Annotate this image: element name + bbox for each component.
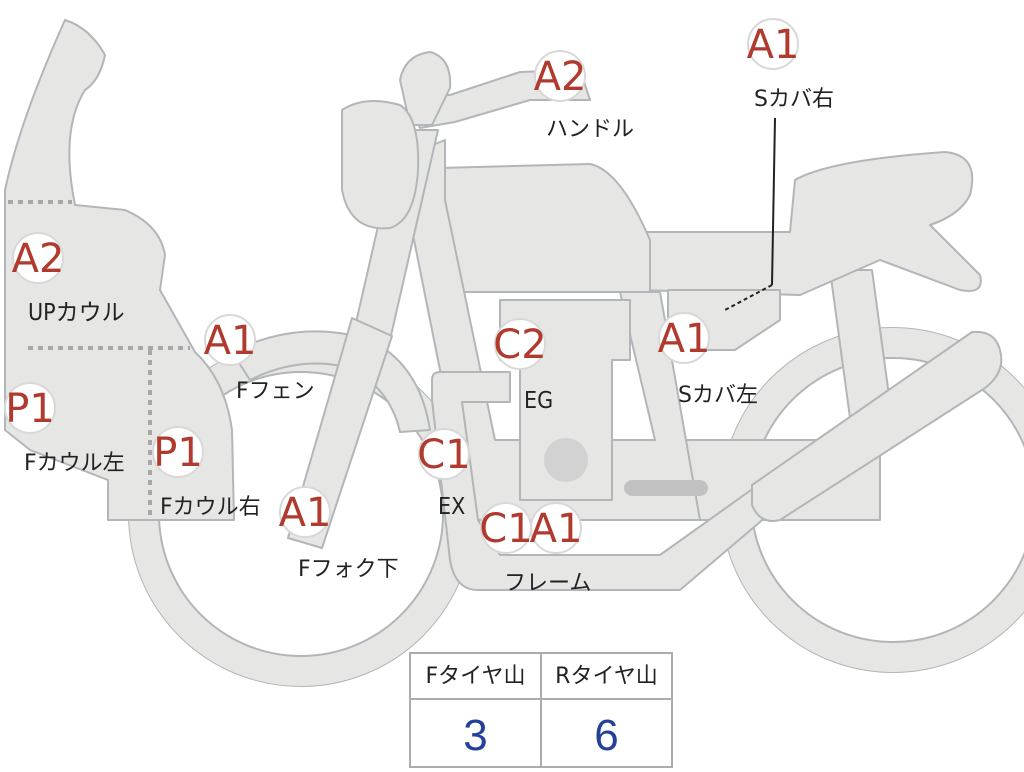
frame-grade-badge-2: A1	[530, 502, 583, 554]
frame-callout: C1 A1 フレーム	[479, 502, 591, 596]
f-fender-label: Fフェン	[236, 379, 315, 404]
exhaust-pipe	[431, 371, 781, 591]
fuel-tank	[439, 163, 651, 293]
frame-label: フレーム	[504, 571, 591, 596]
rear-tire-value: 6	[594, 711, 619, 760]
up-cowl-label: UPカウル	[28, 300, 125, 326]
f-fork-lower-grade-badge: A1	[279, 486, 332, 538]
handle-callout: A2 ハンドル	[534, 50, 634, 142]
headlight	[341, 100, 420, 230]
f-cowl-right-grade: P1	[153, 430, 203, 476]
f-cowl-left-grade: P1	[5, 386, 55, 432]
f-cowl-left-label: Fカウル左	[24, 451, 125, 476]
seat	[639, 151, 982, 296]
side-cover-right-leader-dash	[724, 284, 773, 311]
side-cover-right-grade: A1	[747, 22, 800, 68]
front-tire-value: 3	[411, 700, 542, 768]
f-fork-lower-callout: A1 Fフォク下	[279, 486, 399, 582]
up-cowl-callout: A2 UPカウル	[12, 232, 125, 326]
f-fork-lower-grade: A1	[279, 490, 332, 536]
side-cover-right-label: Sカバ右	[754, 87, 834, 112]
up-cowl-grade-badge: A2	[12, 232, 65, 284]
side-cover-right-leader	[771, 117, 776, 286]
f-cowl-right-grade-badge: P1	[152, 426, 204, 478]
handle-grade: A2	[534, 54, 587, 100]
side-cover-left-callout: A1 Sカバ左	[658, 312, 758, 408]
frame-grade-2: A1	[530, 506, 583, 552]
side-cover-right-grade-badge: A1	[747, 18, 800, 70]
f-cowl-left-callout: P1 Fカウル左	[4, 382, 125, 476]
f-fender-grade-badge: A1	[204, 314, 257, 366]
side-cover-left-grade: A1	[658, 316, 711, 362]
f-cowl-right-callout: P1 Fカウル右	[152, 426, 261, 520]
engine-grade-badge: C2	[493, 318, 547, 370]
engine-label: EG	[524, 388, 553, 414]
side-cover-right-callout: A1 Sカバ右	[747, 18, 834, 112]
up-cowl-grade: A2	[12, 236, 65, 282]
muffler	[751, 330, 1003, 522]
tire-tread-table: Fタイヤ山 Rタイヤ山 3 6	[409, 652, 673, 768]
rear-tire-header: Rタイヤ山	[542, 654, 671, 700]
frame-grade-badge-1: C1	[479, 502, 533, 554]
exhaust-grade-badge: C1	[417, 428, 471, 480]
exhaust-grade: C1	[417, 432, 470, 478]
f-cowl-left-grade-badge: P1	[4, 382, 56, 434]
exhaust-label: EX	[438, 494, 465, 520]
handle-label: ハンドル	[546, 117, 634, 142]
f-fork-lower-label: Fフォク下	[298, 557, 399, 582]
exhaust-callout: C1 EX	[417, 428, 471, 520]
front-tire-header: Fタイヤ山	[411, 654, 542, 700]
side-cover-left-grade-badge: A1	[658, 312, 711, 364]
side-cover-left-label: Sカバ左	[678, 383, 758, 408]
f-cowl-right-label: Fカウル右	[160, 495, 261, 520]
engine-grade: C2	[493, 322, 546, 368]
engine-cover	[544, 438, 588, 482]
handle-grade-badge: A2	[534, 50, 587, 102]
front-cowl	[4, 19, 235, 521]
mirror	[399, 51, 452, 126]
f-fender-callout: A1 Fフェン	[204, 314, 315, 404]
engine-callout: C2 EG	[493, 318, 553, 414]
f-fender-grade: A1	[204, 318, 257, 364]
frame-grade-1: C1	[479, 506, 532, 552]
